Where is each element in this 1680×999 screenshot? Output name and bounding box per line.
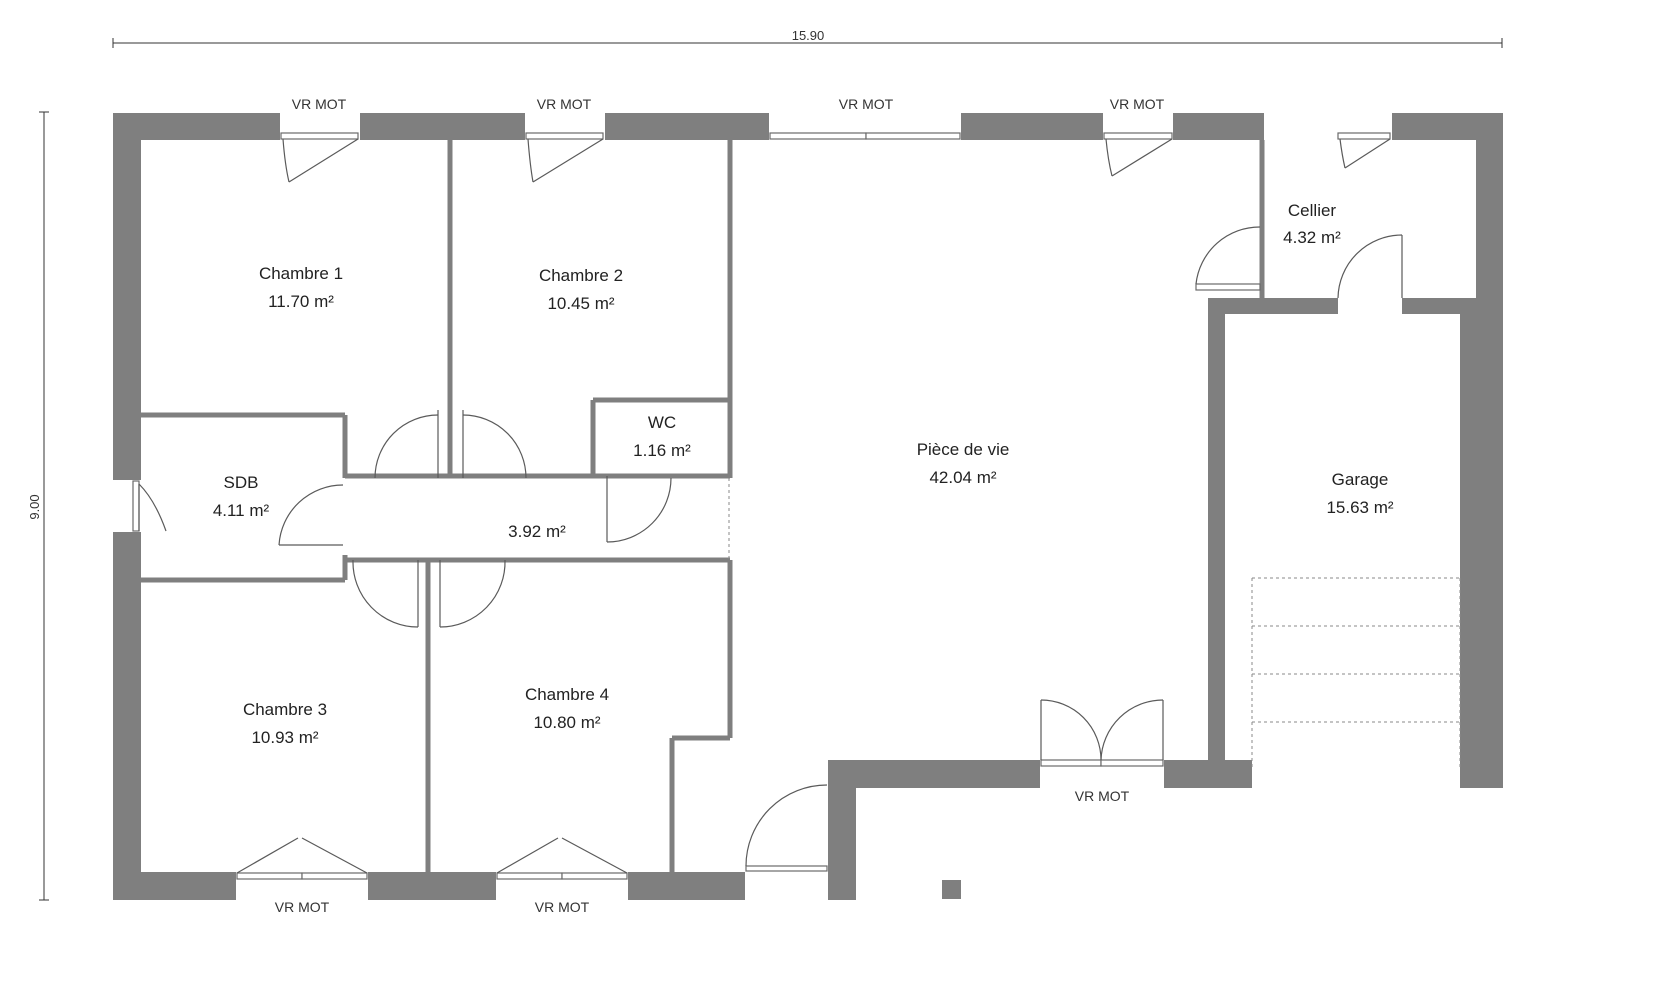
room-sdb-area: 4.11 m²: [213, 501, 270, 520]
exterior-walls: [113, 113, 1503, 900]
room-piece-de-vie-name: Pièce de vie: [917, 440, 1010, 459]
room-chambre4-name: Chambre 4: [525, 685, 609, 704]
windows: [132, 132, 1391, 880]
window-swings: [138, 138, 1391, 874]
room-piece-de-vie-area: 42.04 m²: [929, 468, 996, 487]
room-chambre3-name: Chambre 3: [243, 700, 327, 719]
room-chambre4-area: 10.80 m²: [533, 713, 600, 732]
window-label-chambre4: VR MOT: [535, 899, 590, 915]
room-garage-name: Garage: [1332, 470, 1389, 489]
wall-openings: [113, 113, 1460, 900]
dimension-width-label: 15.90: [792, 28, 825, 43]
room-sdb-name: SDB: [224, 473, 259, 492]
window-labels: VR MOT VR MOT VR MOT VR MOT VR MOT VR MO…: [275, 96, 1165, 915]
garage-stairs: [1251, 577, 1461, 770]
window-label-living-top: VR MOT: [839, 96, 894, 112]
room-degagement-area: 3.92 m²: [508, 522, 566, 541]
room-chambre1-name: Chambre 1: [259, 264, 343, 283]
room-wc-name: WC: [648, 413, 676, 432]
dimension-width: 15.90: [112, 28, 1503, 48]
window-label-chambre3: VR MOT: [275, 899, 330, 915]
window-label-chambre1: VR MOT: [292, 96, 347, 112]
room-cellier-area: 4.32 m²: [1283, 228, 1341, 247]
room-chambre1-area: 11.70 m²: [268, 292, 334, 311]
room-labels: Chambre 1 11.70 m² Chambre 2 10.45 m² WC…: [213, 201, 1394, 747]
room-chambre3-area: 10.93 m²: [251, 728, 318, 747]
window-label-chambre2: VR MOT: [537, 96, 592, 112]
room-garage-area: 15.63 m²: [1326, 498, 1393, 517]
window-label-living-top-right: VR MOT: [1110, 96, 1165, 112]
dimension-height-label: 9.00: [27, 494, 42, 519]
dimension-height: 9.00: [27, 111, 49, 901]
doors: [278, 226, 1403, 872]
pillar: [942, 880, 961, 899]
room-chambre2-name: Chambre 2: [539, 266, 623, 285]
window-label-living-bottom: VR MOT: [1075, 788, 1130, 804]
room-wc-area: 1.16 m²: [633, 441, 691, 460]
interior-walls: [141, 140, 1503, 872]
room-chambre2-area: 10.45 m²: [547, 294, 614, 313]
room-cellier-name: Cellier: [1288, 201, 1337, 220]
